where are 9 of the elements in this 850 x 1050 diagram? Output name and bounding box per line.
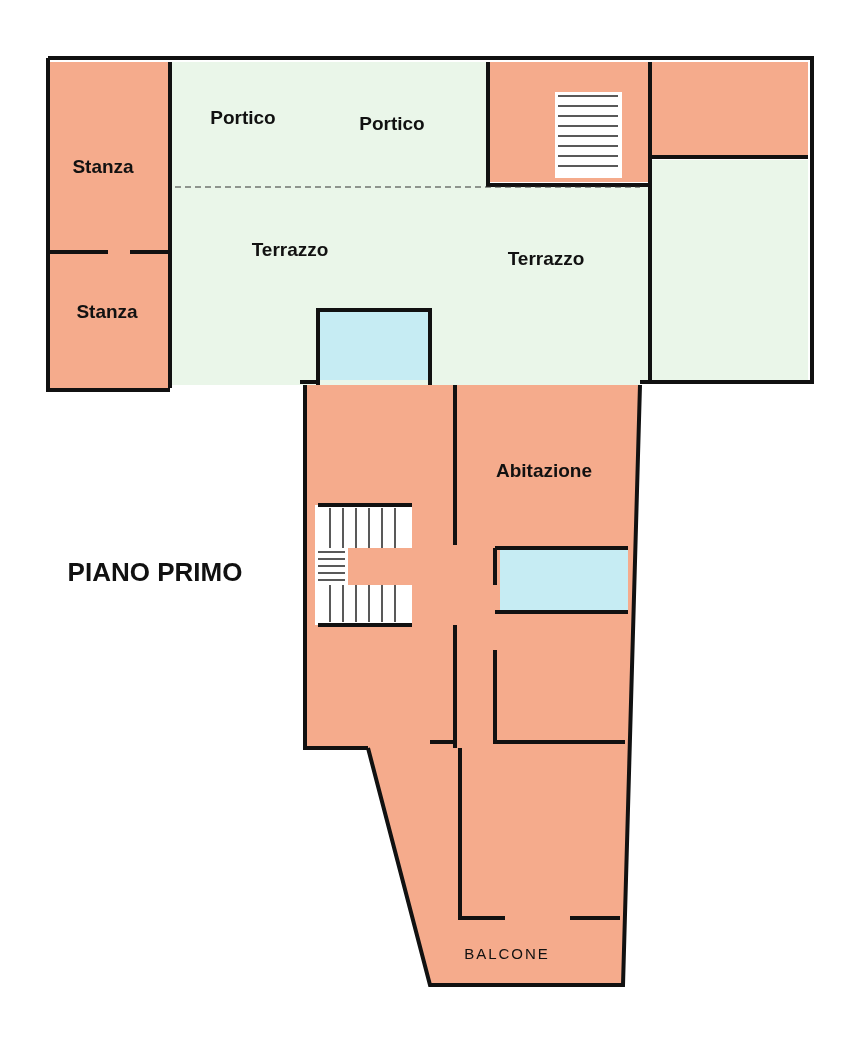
room-label: Terrazzo <box>251 239 329 261</box>
room-label: BALCONE <box>464 944 550 962</box>
room-label: Stanza <box>76 301 138 323</box>
room-label: Portico <box>210 107 276 129</box>
room-label: Stanza <box>72 156 134 178</box>
floor-title: PIANO PRIMO <box>67 556 243 588</box>
room-label: Abitazione <box>495 460 593 482</box>
room-label: Terrazzo <box>507 248 585 270</box>
room-label: Portico <box>359 113 425 135</box>
